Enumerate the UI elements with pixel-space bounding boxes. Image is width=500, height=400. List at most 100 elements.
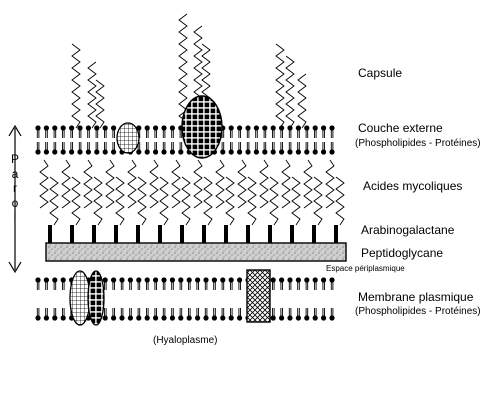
mycolic-chain <box>313 176 323 226</box>
mycolic-chain <box>159 176 169 226</box>
membrane-protein-grid <box>69 270 91 326</box>
lipid-head <box>287 315 293 321</box>
lipid-head <box>270 315 276 321</box>
lipid-head <box>35 149 41 155</box>
arabinogalactan-post <box>136 225 140 243</box>
lipid-head <box>312 315 318 321</box>
espace-periplasmique-label: Espace périplasmique <box>326 264 405 273</box>
capsule-chain <box>285 55 295 129</box>
hyaloplasme-label: (Hyaloplasme) <box>153 335 218 346</box>
mycolic-chain <box>127 159 137 209</box>
outer-protein-large <box>181 95 223 159</box>
capsule-chain <box>275 43 285 129</box>
membrane-plasmique-label: Membrane plasmique <box>358 290 474 304</box>
mycolic-chain <box>303 159 313 209</box>
lipid-head <box>295 277 301 283</box>
arabinogalactan-post <box>92 225 96 243</box>
mycolic-chain <box>215 159 225 209</box>
lipid-head <box>228 277 234 283</box>
lipid-head <box>52 149 58 155</box>
outer-protein-small <box>116 122 140 154</box>
lipid-head <box>279 277 285 283</box>
lipid-head <box>321 315 327 321</box>
capsule-chain <box>297 73 307 129</box>
lipid-head <box>329 125 335 131</box>
lipid-head <box>329 315 335 321</box>
lipid-head <box>127 277 133 283</box>
lipid-head <box>195 277 201 283</box>
lipid-head <box>220 277 226 283</box>
lipid-head <box>304 125 310 131</box>
lipid-head <box>287 149 293 155</box>
mycolic-chain <box>193 159 203 209</box>
lipid-head <box>211 315 217 321</box>
lipid-head <box>312 277 318 283</box>
lipid-head <box>237 149 243 155</box>
mycolic-chain <box>61 159 71 209</box>
arabinogalactan-post <box>70 225 74 243</box>
lipid-head <box>304 149 310 155</box>
mycolic-chain <box>225 176 235 226</box>
lipid-head <box>321 125 327 131</box>
arabinogalactan-post <box>202 225 206 243</box>
arabinogalactan-post <box>312 225 316 243</box>
mycolic-chain <box>93 176 103 226</box>
lipid-head <box>69 149 75 155</box>
lipid-head <box>321 149 327 155</box>
lipid-head <box>169 149 175 155</box>
arabinogalactan-posts <box>48 225 338 243</box>
lipid-head <box>195 315 201 321</box>
peptidoglycan-band <box>45 242 347 262</box>
lipid-head <box>161 315 167 321</box>
lipid-head <box>270 149 276 155</box>
lipid-head <box>186 315 192 321</box>
arabinogalactan-post <box>290 225 294 243</box>
lipid-head <box>295 149 301 155</box>
lipid-head <box>102 277 108 283</box>
lipid-head <box>312 149 318 155</box>
mycolic-chain <box>269 176 279 226</box>
lipid-head <box>178 277 184 283</box>
lipid-head <box>253 149 259 155</box>
lipid-head <box>144 315 150 321</box>
lipid-head <box>321 277 327 283</box>
mycolic-chain <box>247 176 257 226</box>
lipid-head <box>111 125 117 131</box>
membrane-protein-channel <box>246 269 271 323</box>
membrane-proteins <box>69 269 271 326</box>
lipid-head <box>144 149 150 155</box>
outer-layer-bilayer <box>35 95 335 159</box>
lipid-head <box>312 125 318 131</box>
lipid-head <box>144 277 150 283</box>
lipid-head <box>119 315 125 321</box>
lipid-head <box>77 149 83 155</box>
lipid-head <box>253 125 259 131</box>
lipid-head <box>111 277 117 283</box>
mycolic-chain <box>325 159 335 209</box>
membrane-protein-block <box>87 270 105 326</box>
mycolic-chain <box>291 176 301 226</box>
capsule-chain <box>87 61 97 129</box>
lipid-head <box>102 149 108 155</box>
lipid-head <box>228 315 234 321</box>
mycolic-chain <box>149 159 159 209</box>
lipid-head <box>60 315 66 321</box>
lipid-head <box>153 277 159 283</box>
acides-mycoliques-label: Acides mycoliques <box>363 179 463 193</box>
lipid-head <box>85 149 91 155</box>
lipid-head <box>169 125 175 131</box>
mycolic-acid-chains <box>39 159 345 226</box>
lipid-head <box>52 315 58 321</box>
lipid-head <box>262 125 268 131</box>
mycolic-chain <box>281 159 291 209</box>
lipid-head <box>287 277 293 283</box>
mycolic-chain <box>237 159 247 209</box>
lipid-head <box>228 125 234 131</box>
peptidoglycane-label: Peptidoglycane <box>361 246 444 260</box>
paroi-arrow <box>8 124 22 274</box>
lipid-head <box>35 277 41 283</box>
arabinogalactan-post <box>48 225 52 243</box>
lipid-head <box>161 125 167 131</box>
lipid-head <box>52 125 58 131</box>
